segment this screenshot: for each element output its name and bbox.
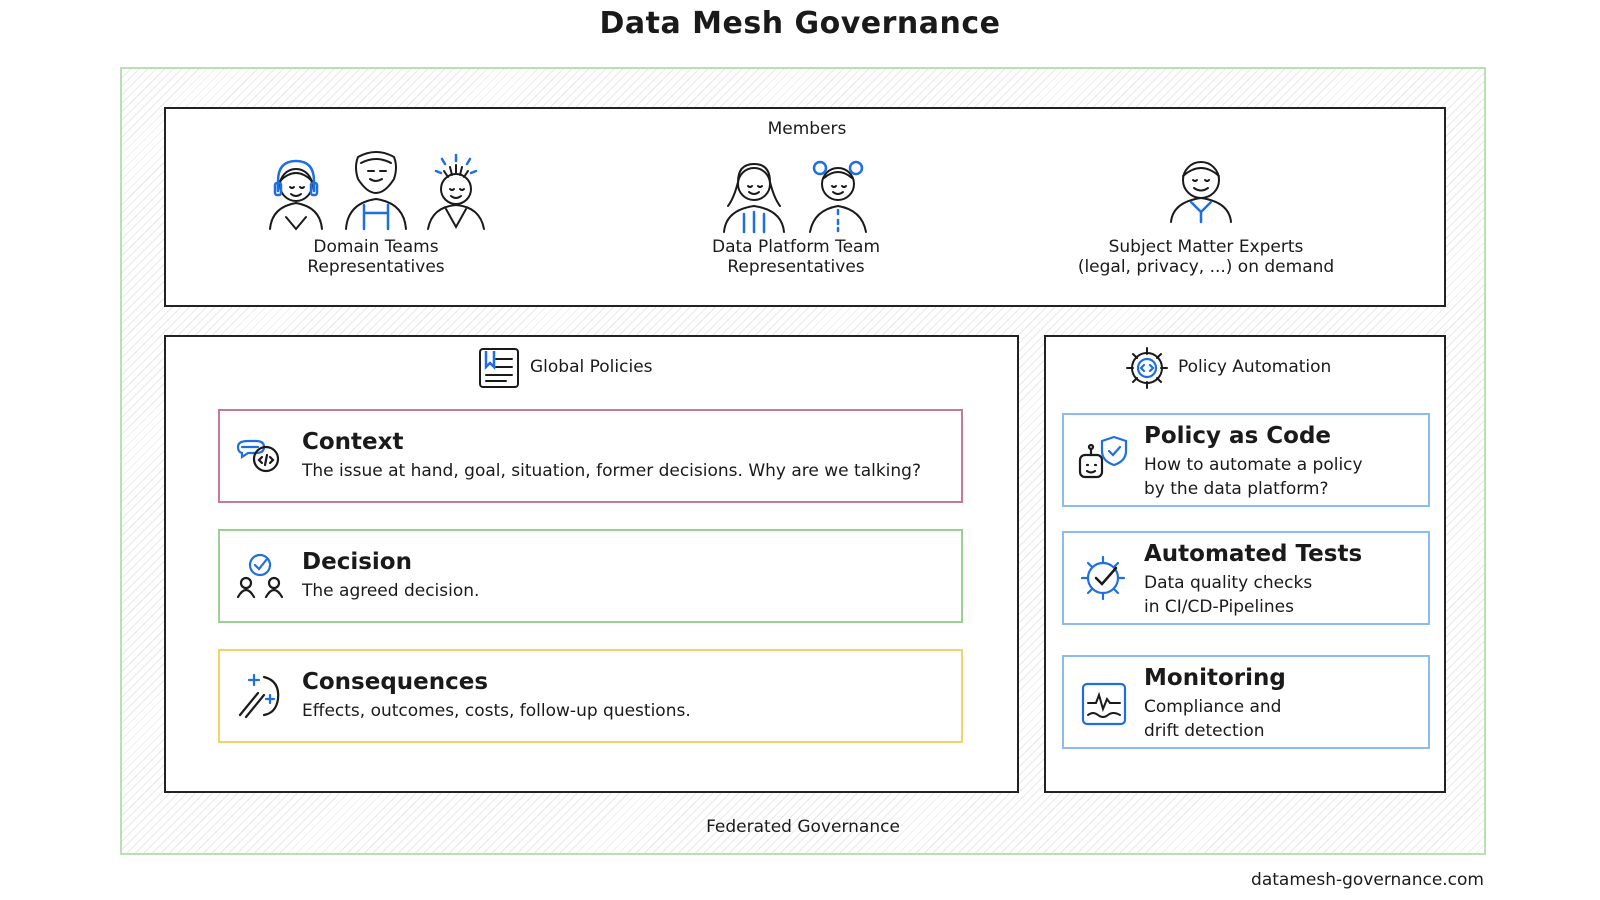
policy-automation-heading: Policy Automation <box>1178 357 1332 377</box>
chat-code-icon <box>234 437 284 477</box>
automated-tests-line1: Data quality checks <box>1144 573 1313 593</box>
monitoring-card: Monitoring Compliance and drift detectio… <box>1062 655 1430 749</box>
automated-tests-desc: Data quality checks in CI/CD-Pipelines <box>1144 571 1312 619</box>
domain-teams-label: Domain Teams Representatives <box>246 237 506 277</box>
magic-wand-icon <box>234 671 284 721</box>
gear-code-icon <box>1124 345 1170 391</box>
sme-line2: (legal, privacy, ...) on demand <box>1077 257 1335 277</box>
policy-automation-panel: Policy Automation Policy as Code How to … <box>1044 335 1446 793</box>
decision-card: Decision The agreed decision. <box>218 529 963 623</box>
context-desc: The issue at hand, goal, situation, form… <box>302 461 921 481</box>
monitoring-desc: Compliance and drift detection <box>1144 695 1281 743</box>
consequences-title: Consequences <box>302 669 489 695</box>
domain-teams-line2: Representatives <box>307 257 445 277</box>
sme-line1: Subject Matter Experts <box>1108 237 1304 257</box>
global-policies-panel: Global Policies Context The issue at han… <box>164 335 1019 793</box>
site-url[interactable]: datamesh-governance.com <box>1251 870 1484 890</box>
document-icon <box>476 345 522 391</box>
consequences-card: Consequences Effects, outcomes, costs, f… <box>218 649 963 743</box>
automated-tests-title: Automated Tests <box>1144 541 1363 567</box>
platform-team-line2: Representatives <box>727 257 865 277</box>
policy-as-code-line2: by the data platform? <box>1144 479 1329 499</box>
domain-teams-line1: Domain Teams <box>313 237 439 257</box>
robot-shield-icon <box>1076 435 1130 485</box>
policy-as-code-title: Policy as Code <box>1144 423 1332 449</box>
policy-as-code-desc: How to automate a policy by the data pla… <box>1144 453 1363 501</box>
platform-team-label: Data Platform Team Representatives <box>666 237 926 277</box>
decision-title: Decision <box>302 549 412 575</box>
policy-as-code-line1: How to automate a policy <box>1144 455 1363 475</box>
domain-team-people-icon <box>266 137 506 237</box>
automated-tests-line2: in CI/CD-Pipelines <box>1144 597 1294 617</box>
gear-check-icon <box>1078 553 1128 603</box>
members-panel: Members <box>164 107 1446 307</box>
subject-matter-expert-icon <box>1161 154 1241 224</box>
consequences-desc: Effects, outcomes, costs, follow-up ques… <box>302 701 691 721</box>
automated-tests-card: Automated Tests Data quality checks in C… <box>1062 531 1430 625</box>
sme-label: Subject Matter Experts (legal, privacy, … <box>1046 237 1366 277</box>
platform-team-line1: Data Platform Team <box>711 237 881 257</box>
monitoring-title: Monitoring <box>1144 665 1286 691</box>
platform-team-people-icon <box>718 154 878 234</box>
context-title: Context <box>302 429 404 455</box>
decision-desc: The agreed decision. <box>302 581 480 601</box>
federated-governance-label: Federated Governance <box>706 817 900 837</box>
diagram-title: Data Mesh Governance <box>599 6 1001 41</box>
monitoring-line2: drift detection <box>1144 721 1265 741</box>
monitoring-line1: Compliance and <box>1144 697 1282 717</box>
global-policies-heading: Global Policies <box>530 357 653 377</box>
members-heading: Members <box>767 119 847 139</box>
monitor-wave-icon <box>1080 681 1128 727</box>
policy-as-code-card: Policy as Code How to automate a policy … <box>1062 413 1430 507</box>
team-check-icon <box>236 551 286 601</box>
context-card: Context The issue at hand, goal, situati… <box>218 409 963 503</box>
